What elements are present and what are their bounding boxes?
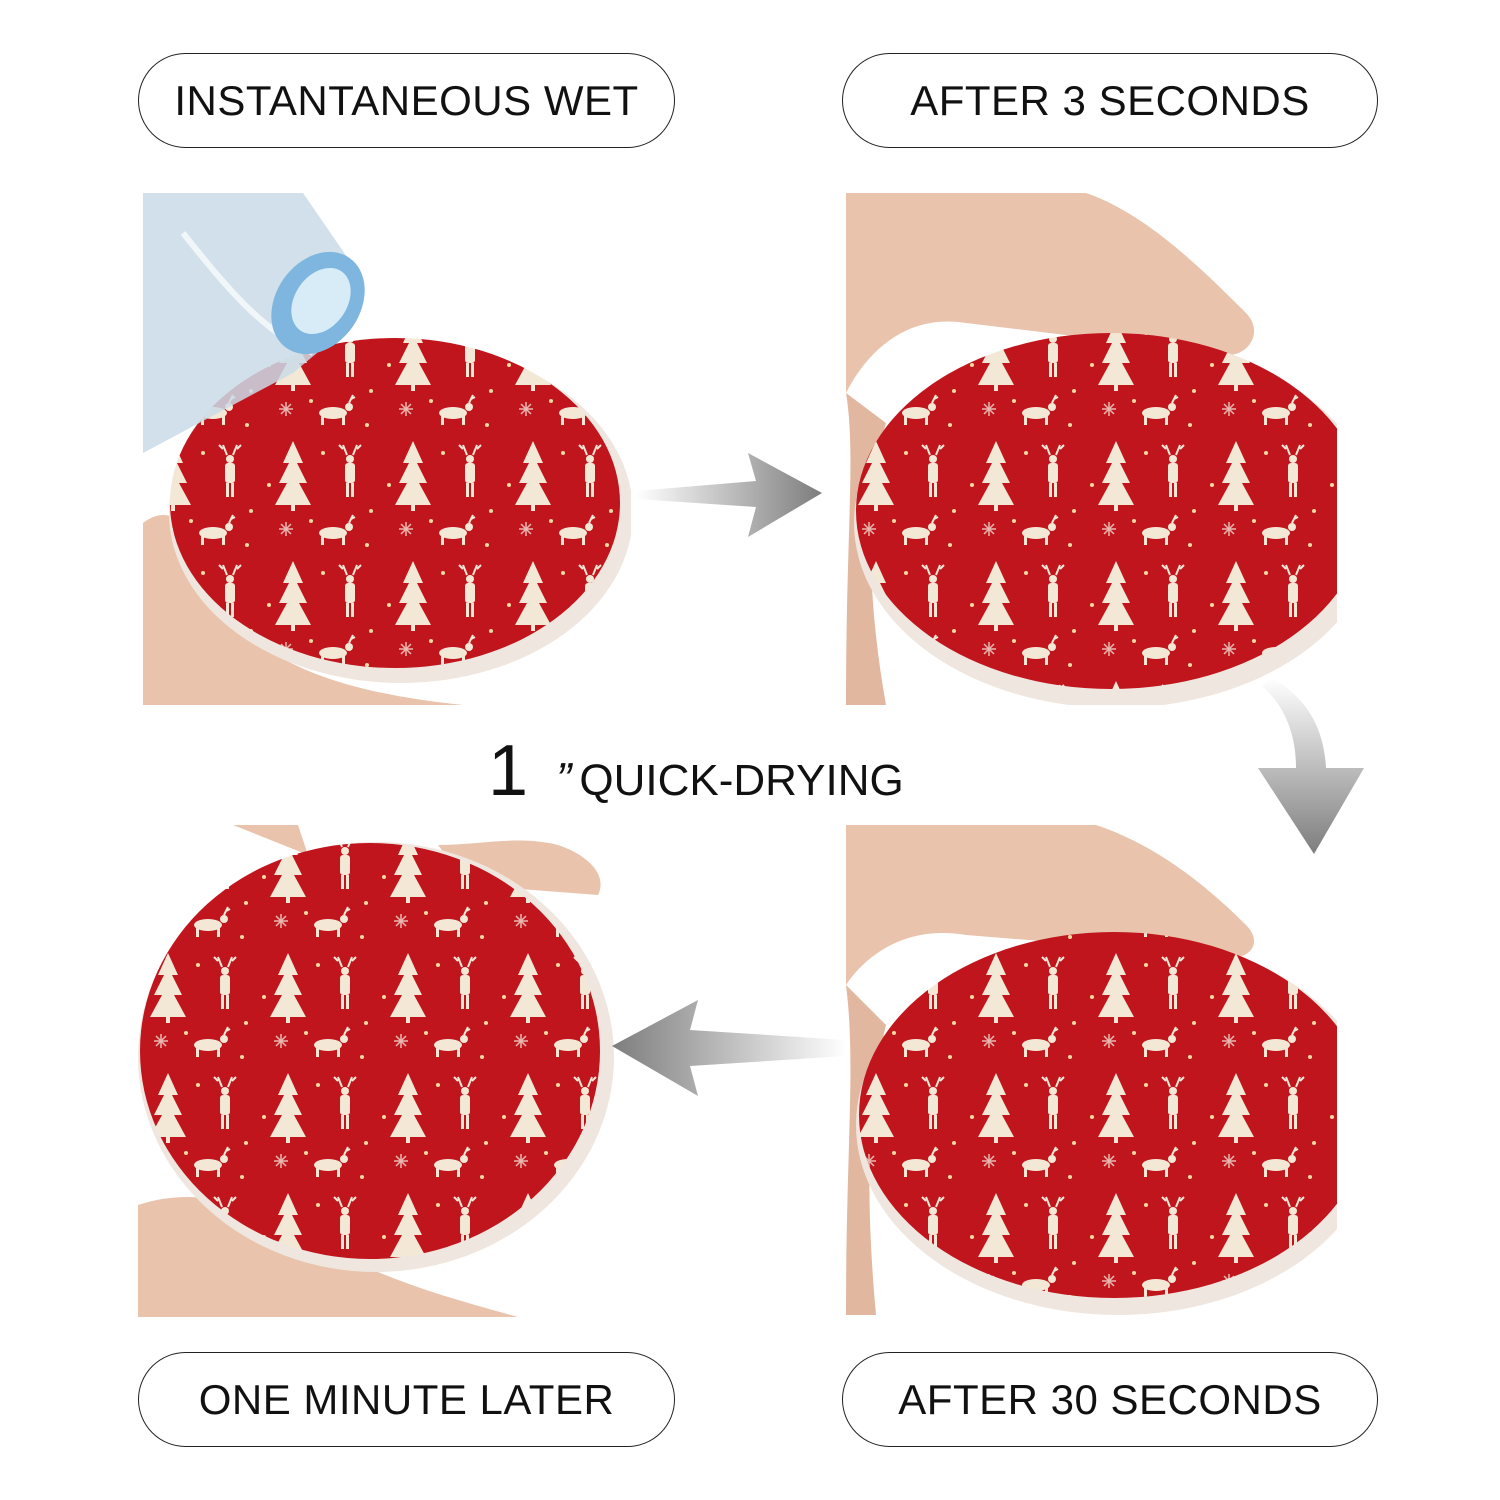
label-text: AFTER 3 SECONDS (910, 76, 1310, 124)
arrow-icon (636, 453, 822, 537)
hand (143, 515, 463, 705)
quick-drying-caption: 1 ” QUICK-DRYING (488, 730, 904, 811)
label-text: AFTER 30 SECONDS (898, 1375, 1322, 1423)
label-text: ONE MINUTE LATER (198, 1375, 615, 1423)
label-instantaneous-wet: INSTANTANEOUS WET (138, 53, 675, 148)
coaster (859, 932, 1337, 1298)
coaster (856, 333, 1337, 689)
label-one-minute-later: ONE MINUTE LATER (138, 1352, 675, 1447)
arrow-icon (612, 1000, 846, 1096)
photo-one-minute-later (138, 825, 627, 1317)
caption-mark: ” (556, 753, 572, 805)
fingers (233, 825, 601, 895)
coaster (140, 843, 600, 1259)
coaster (170, 338, 620, 668)
label-after-3-seconds: AFTER 3 SECONDS (842, 53, 1378, 148)
photo-instantaneous-wet (143, 193, 631, 705)
photo-after-3-seconds (846, 193, 1337, 705)
label-after-30-seconds: AFTER 30 SECONDS (842, 1352, 1378, 1447)
bottle-icon (143, 193, 365, 453)
caption-number: 1 (488, 731, 529, 811)
arrow-icon (1258, 678, 1364, 854)
photo-after-30-seconds (846, 825, 1337, 1315)
caption-text: QUICK-DRYING (579, 756, 904, 805)
label-text: INSTANTANEOUS WET (174, 76, 639, 124)
